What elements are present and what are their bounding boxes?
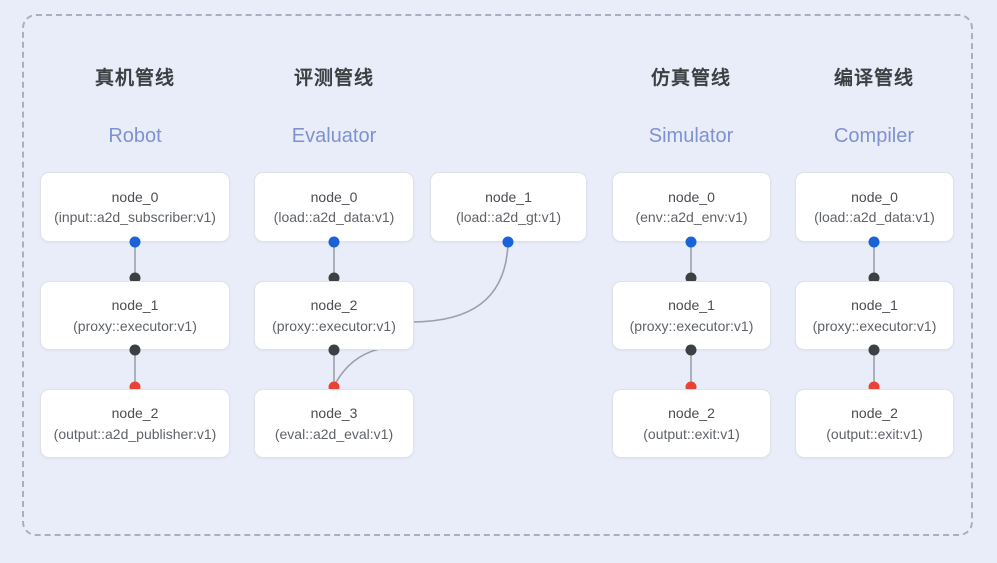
node-type: (proxy::executor:v1) — [812, 317, 937, 334]
port-output-compiler-0[interactable] — [868, 236, 880, 248]
node-robot-1[interactable]: node_1 (proxy::executor:v1) — [40, 281, 230, 350]
node-label: node_0 — [668, 188, 715, 205]
node-label: node_1 — [485, 188, 532, 205]
port-output-compiler-1[interactable] — [868, 344, 880, 356]
column-title-evaluator: 评测管线 — [293, 68, 374, 89]
node-type: (input::a2d_subscriber:v1) — [54, 209, 216, 225]
node-label: node_3 — [310, 405, 358, 422]
node-evaluator-gt[interactable]: node_1 (load::a2d_gt:v1) — [430, 172, 587, 242]
port-input-simulator-2[interactable] — [685, 381, 697, 393]
port-input-robot-2[interactable] — [129, 381, 141, 393]
node-type: (load::a2d_data:v1) — [814, 209, 935, 225]
node-evaluator-3[interactable]: node_3 (eval::a2d_eval:v1) — [254, 389, 414, 458]
node-evaluator-0[interactable]: node_0 (load::a2d_data:v1) — [254, 172, 414, 242]
node-type: (output::exit:v1) — [826, 425, 923, 442]
node-type: (output::a2d_publisher:v1) — [53, 425, 217, 442]
node-label: node_2 — [851, 405, 898, 422]
column-subtitle-robot: Robot — [108, 125, 162, 147]
node-label: node_0 — [111, 188, 159, 205]
node-compiler-2[interactable]: node_2 (output::exit:v1) — [795, 389, 954, 458]
port-output-robot-1[interactable] — [129, 344, 141, 356]
node-type: (eval::a2d_eval:v1) — [274, 425, 394, 442]
node-label: node_2 — [111, 405, 159, 422]
column-subtitle-simulator: Simulator — [648, 125, 734, 147]
port-input-compiler-2[interactable] — [868, 381, 880, 393]
node-label: node_2 — [310, 297, 358, 314]
port-input-compiler-1[interactable] — [868, 272, 880, 284]
node-type: (env::a2d_env:v1) — [635, 209, 748, 225]
node-simulator-0[interactable]: node_0 (env::a2d_env:v1) — [612, 172, 771, 242]
node-robot-0[interactable]: node_0 (input::a2d_subscriber:v1) — [40, 172, 230, 242]
column-subtitle-compiler: Compiler — [833, 125, 915, 147]
port-output-simulator-0[interactable] — [685, 236, 697, 248]
node-compiler-1[interactable]: node_1 (proxy::executor:v1) — [795, 281, 954, 350]
port-input-evaluator-3[interactable] — [328, 381, 340, 393]
port-output-robot-0[interactable] — [129, 236, 141, 248]
column-title-compiler: 编译管线 — [833, 68, 914, 89]
node-label: node_1 — [668, 297, 715, 314]
column-title-simulator: 仿真管线 — [650, 68, 731, 89]
node-type: (proxy::executor:v1) — [272, 317, 396, 334]
port-output-evaluator-0[interactable] — [328, 236, 340, 248]
port-output-evaluator-gt[interactable] — [502, 236, 514, 248]
node-type: (proxy::executor:v1) — [629, 317, 754, 334]
node-label: node_2 — [668, 405, 715, 422]
node-type: (output::exit:v1) — [643, 425, 740, 442]
dashed-panel-border — [22, 14, 973, 536]
node-label: node_1 — [111, 297, 159, 314]
node-label: node_0 — [310, 188, 358, 205]
node-robot-2[interactable]: node_2 (output::a2d_publisher:v1) — [40, 389, 230, 458]
port-output-simulator-1[interactable] — [685, 344, 697, 356]
port-input-simulator-1[interactable] — [685, 272, 697, 284]
port-output-evaluator-2[interactable] — [328, 344, 340, 356]
node-evaluator-2[interactable]: node_2 (proxy::executor:v1) — [254, 281, 414, 350]
node-type: (proxy::executor:v1) — [73, 317, 197, 334]
node-simulator-2[interactable]: node_2 (output::exit:v1) — [612, 389, 771, 458]
port-input-evaluator-2[interactable] — [328, 272, 340, 284]
column-subtitle-evaluator: Evaluator — [291, 125, 377, 147]
node-label: node_1 — [851, 297, 898, 314]
node-simulator-1[interactable]: node_1 (proxy::executor:v1) — [612, 281, 771, 350]
node-compiler-0[interactable]: node_0 (load::a2d_data:v1) — [795, 172, 954, 242]
node-type: (load::a2d_gt:v1) — [455, 209, 562, 225]
port-input-robot-1[interactable] — [129, 272, 141, 284]
node-type: (load::a2d_data:v1) — [273, 209, 395, 225]
node-label: node_0 — [851, 188, 898, 205]
column-title-robot: 真机管线 — [94, 68, 175, 89]
